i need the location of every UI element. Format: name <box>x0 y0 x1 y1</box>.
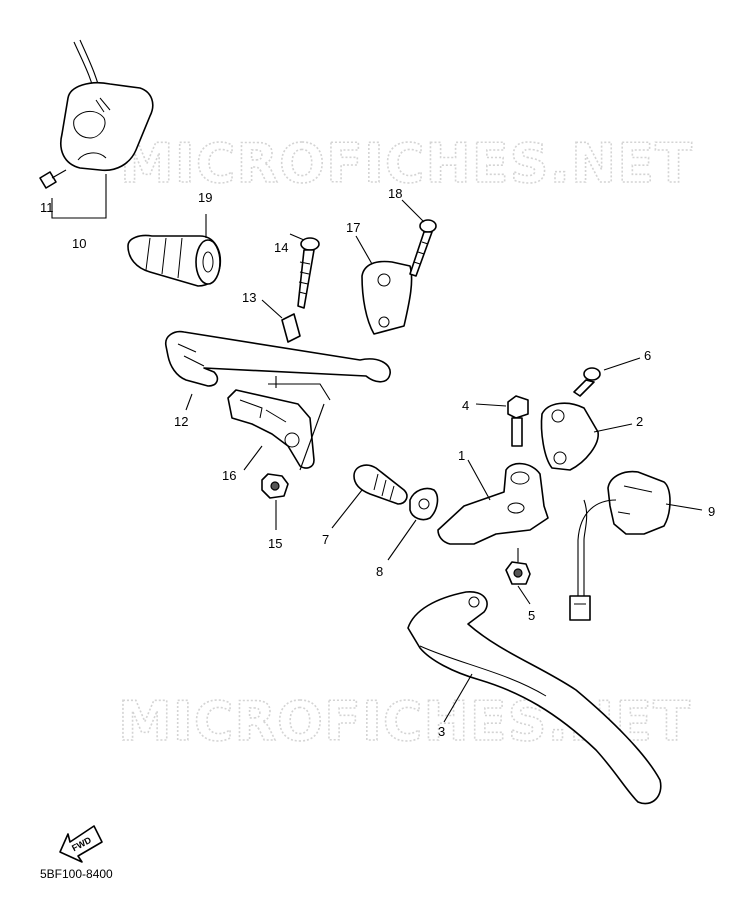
part-6-bolt[interactable] <box>573 357 641 397</box>
callout-9: 9 <box>708 504 715 519</box>
callout-8: 8 <box>376 564 383 579</box>
part-10-throttle-housing[interactable] <box>60 39 154 172</box>
part-19-grip[interactable] <box>127 214 222 287</box>
callout-2: 2 <box>636 414 643 429</box>
callout-15: 15 <box>268 536 282 551</box>
callout-labels: 1 2 3 4 5 6 7 8 9 10 11 12 13 14 15 16 1… <box>40 186 715 739</box>
part-15-nut[interactable] <box>261 473 289 530</box>
part-3-clutch-lever[interactable] <box>407 591 662 805</box>
callout-6: 6 <box>644 348 651 363</box>
callout-16: 16 <box>222 468 236 483</box>
callout-17: 17 <box>346 220 360 235</box>
callout-11: 11 <box>40 200 54 215</box>
watermark-top: MICROFICHES.NET <box>120 132 693 195</box>
callout-7: 7 <box>322 532 329 547</box>
part-18-bolt[interactable] <box>401 199 437 277</box>
callout-1: 1 <box>458 448 465 463</box>
part-17-clamp[interactable] <box>355 235 413 335</box>
callout-3: 3 <box>438 724 445 739</box>
part-16-bracket[interactable] <box>227 376 331 471</box>
callout-19: 19 <box>198 190 212 205</box>
callout-12: 12 <box>174 414 188 429</box>
part-13-collar[interactable] <box>261 299 301 343</box>
bracket-10-11 <box>51 174 107 219</box>
part-14-bolt[interactable] <box>289 233 320 309</box>
part-11-screw[interactable] <box>39 169 67 189</box>
callout-5: 5 <box>528 608 535 623</box>
diagram-code: 5BF100-8400 <box>40 867 113 881</box>
part-12-choke-lever[interactable] <box>164 330 391 411</box>
part-8-locknut[interactable] <box>387 487 439 561</box>
part-5-nut[interactable] <box>505 548 531 605</box>
part-7-adjuster-bolt[interactable] <box>331 464 408 529</box>
part-4-bolt[interactable] <box>475 395 529 447</box>
part-9-switch[interactable] <box>569 470 703 621</box>
callout-10: 10 <box>72 236 86 251</box>
fwd-arrow-icon: FWD <box>59 825 103 863</box>
callout-18: 18 <box>388 186 402 201</box>
callout-13: 13 <box>242 290 256 305</box>
callout-14: 14 <box>274 240 288 255</box>
callout-4: 4 <box>462 398 469 413</box>
part-2-holder-clamp[interactable] <box>540 402 633 471</box>
part-1-lever-holder[interactable] <box>437 459 549 545</box>
